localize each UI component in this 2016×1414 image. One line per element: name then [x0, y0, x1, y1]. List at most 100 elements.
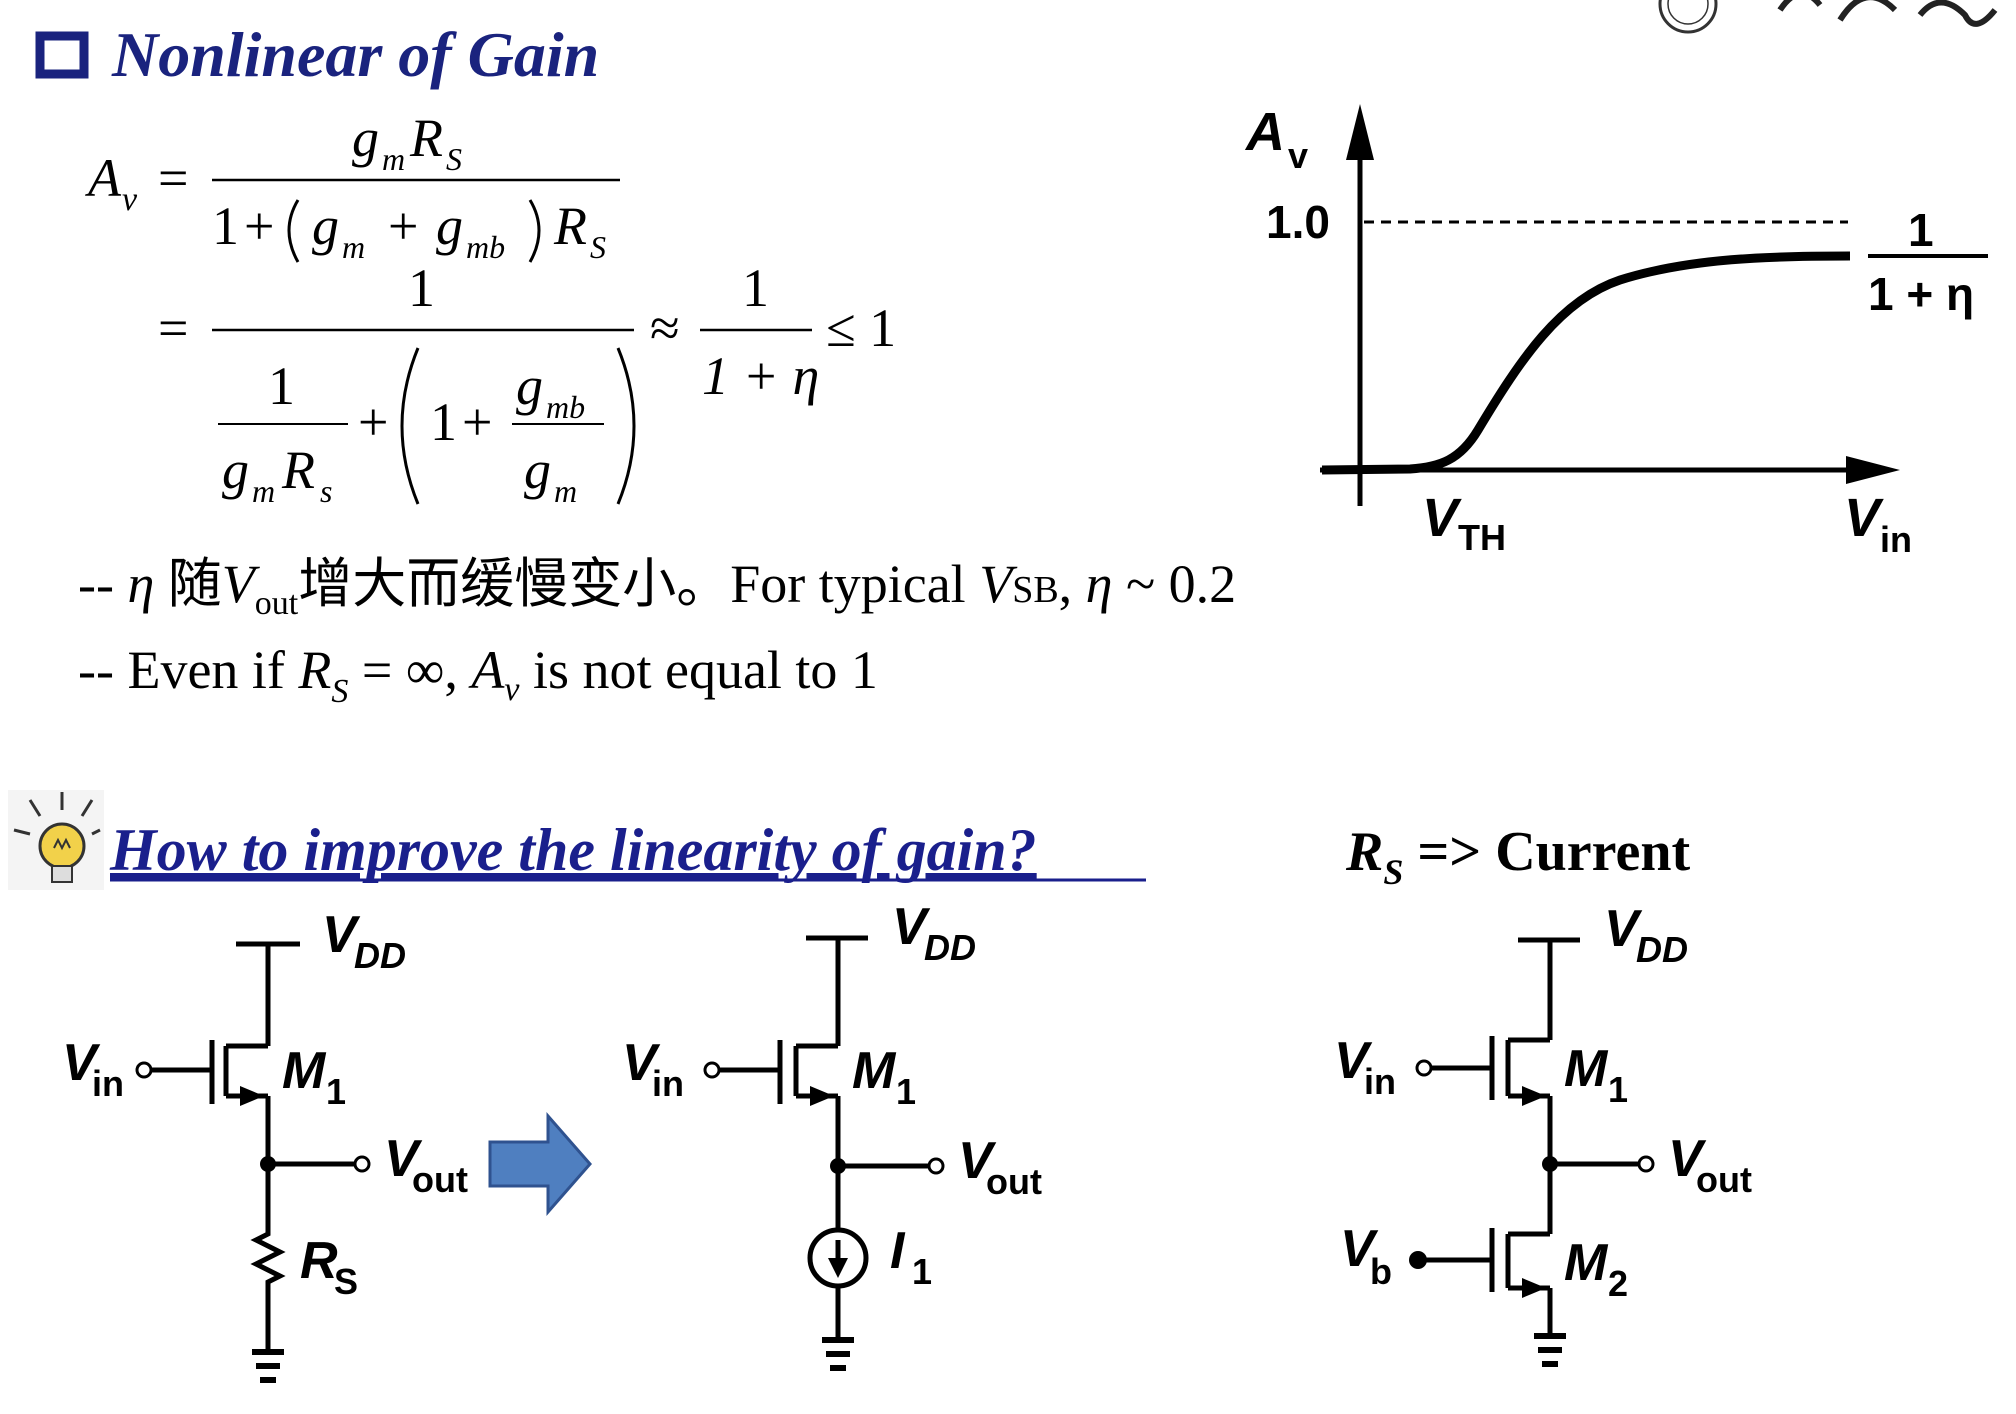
c1-vout-terminal — [353, 1155, 371, 1173]
eq-den1-S: S — [590, 229, 606, 265]
c1-vdd-sub: DD — [354, 935, 406, 976]
c3-m1-label: M — [1564, 1040, 1609, 1098]
eq-d2-gm-g: g — [524, 440, 551, 500]
eq-den1-lparen — [287, 199, 300, 263]
eq-equals-1: = — [158, 148, 188, 208]
improve-linearity-question: How to improve the linearity of gain? — [109, 817, 1037, 883]
c1-output-node — [260, 1156, 276, 1172]
circuit-current-source-follower — [720, 935, 928, 1338]
c3-m2-label: M — [1564, 1234, 1609, 1292]
c3-m2-arrow-icon — [1522, 1278, 1546, 1298]
eq-approx: ≈ — [650, 298, 680, 358]
rs-to-current-label: RS => Current — [1345, 821, 1690, 892]
eq-den3: 1 + η — [702, 346, 819, 406]
note-line-2: -- Even if RS = ∞, Av is not equal to 1 — [78, 640, 878, 710]
graph-y-label-sub: v — [1288, 135, 1308, 176]
eq-num1-m: m — [382, 141, 405, 177]
graph-x-label-sub: in — [1880, 519, 1912, 560]
eq-leq: ≤ 1 — [826, 298, 896, 358]
lightbulb-icon — [8, 790, 104, 890]
c1-vout-sub: out — [412, 1159, 468, 1200]
eq-num3: 1 — [742, 258, 769, 318]
c3-vin-terminal — [1415, 1059, 1433, 1077]
eq-lhs-sub: v — [122, 181, 138, 218]
eq-den1-m: m — [342, 229, 365, 265]
eq-equals-2: = — [158, 298, 188, 358]
eq-num1-S: S — [446, 141, 462, 177]
c2-vin-terminal — [703, 1061, 721, 1079]
graph-asym-num: 1 — [1908, 204, 1934, 256]
c2-vdd-label: V — [892, 898, 931, 956]
eq-d2-plus: + — [358, 392, 388, 452]
c2-vin-sub: in — [652, 1063, 684, 1104]
gain-equation: A v = g m R S 1 + g m + g mb R S = 1 1 g… — [85, 108, 896, 509]
c2-vdd-sub: DD — [924, 927, 976, 968]
c2-m1-arrow-icon — [810, 1086, 834, 1106]
c2-i1-label: I — [890, 1222, 906, 1280]
c2-vout-terminal — [927, 1157, 945, 1175]
c3-m1-sub: 1 — [1608, 1069, 1628, 1110]
c2-m1-label: M — [852, 1042, 897, 1100]
c2-vout-label: V — [958, 1132, 997, 1190]
c1-vin-sub: in — [92, 1063, 124, 1104]
university-logo-icon — [1658, 0, 1998, 34]
c3-vdd-label: V — [1604, 900, 1643, 958]
c2-vin-label: V — [622, 1034, 661, 1092]
c1-ground-icon — [252, 1349, 284, 1383]
eq-lhs-A: A — [85, 148, 122, 208]
c3-vout-terminal — [1637, 1155, 1655, 1173]
c1-m1-arrow-icon — [240, 1086, 264, 1106]
eq-den1-rparen — [528, 199, 541, 263]
c2-ground-icon — [822, 1337, 854, 1371]
eq-d2-m: m — [252, 473, 275, 509]
transition-arrow-icon — [488, 1112, 592, 1216]
eq-num1-R: R — [409, 108, 443, 168]
graph-y-arrow-icon — [1346, 104, 1374, 160]
eq-num2: 1 — [408, 258, 435, 318]
c1-vout-label: V — [384, 1130, 423, 1188]
graph-ref-value: 1.0 — [1266, 196, 1330, 248]
graph-gain-curve — [1321, 251, 1851, 475]
title-bullet-square-icon — [35, 31, 89, 79]
c3-vin-sub: in — [1364, 1061, 1396, 1102]
c3-output-node — [1542, 1156, 1558, 1172]
c3-vout-sub: out — [1696, 1159, 1752, 1200]
eq-den1-plus2: + — [388, 196, 418, 256]
c2-i1-sub: 1 — [912, 1251, 932, 1292]
graph-x-label: V — [1844, 488, 1884, 548]
eq-d2-R: R — [281, 440, 315, 500]
c2-output-node — [830, 1158, 846, 1174]
eq-d2-g: g — [222, 440, 249, 500]
eq-den1-one: 1 — [212, 196, 239, 256]
c3-m1-arrow-icon — [1522, 1086, 1546, 1106]
c1-rs-sub: S — [334, 1261, 358, 1302]
graph-asym-den: 1 + η — [1868, 268, 1974, 320]
c3-ground-icon — [1534, 1333, 1566, 1367]
eq-d2-gm-sub: m — [554, 473, 577, 509]
c1-vin-terminal — [135, 1061, 153, 1079]
eq-den1-mb: mb — [466, 229, 505, 265]
eq-d2-gmb-g: g — [516, 356, 543, 416]
graph-vth-sub: TH — [1458, 517, 1506, 558]
eq-d2-gmb-sub: mb — [546, 389, 585, 425]
c1-rs-label: R — [300, 1232, 338, 1290]
c3-m2-sub: 2 — [1608, 1263, 1628, 1304]
eq-den1-R: R — [553, 196, 587, 256]
eq-den1-g1: g — [312, 196, 339, 256]
eq-den1-plus: + — [244, 196, 274, 256]
c2-current-arrow-icon — [828, 1258, 848, 1278]
c3-vb-sub: b — [1370, 1251, 1392, 1292]
c2-m1-sub: 1 — [896, 1071, 916, 1112]
gain-vs-vin-graph: A v 1.0 1 1 + η V TH V in — [1244, 102, 1988, 560]
c1-m1-label: M — [282, 1042, 327, 1100]
graph-vth-label: V — [1422, 488, 1462, 548]
c1-m1-sub: 1 — [326, 1071, 346, 1112]
page-title: Nonlinear of Gain — [111, 19, 599, 90]
c3-vb-label: V — [1340, 1220, 1379, 1278]
graph-y-label: A — [1244, 102, 1285, 162]
eq-d2-s: s — [320, 473, 332, 509]
eq-d2-one: 1 — [268, 356, 295, 416]
c1-vdd-label: V — [322, 906, 361, 964]
c3-vb-terminal — [1409, 1251, 1427, 1269]
